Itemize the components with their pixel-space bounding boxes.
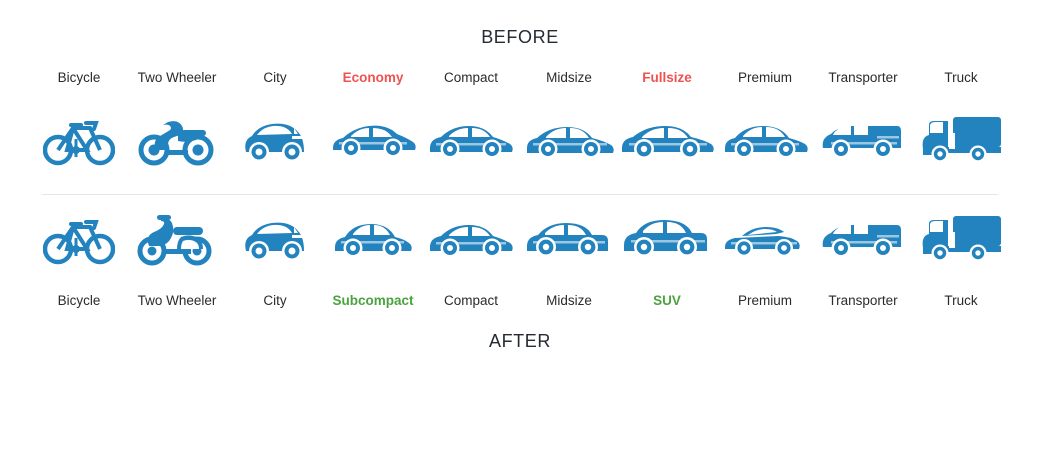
city-car-icon	[226, 201, 324, 277]
label-bicycle-after: Bicycle	[57, 293, 101, 308]
midsize-wagon-icon	[520, 201, 618, 277]
after-banner: AFTER	[488, 331, 551, 351]
after-icons-row	[30, 201, 1010, 277]
van-icon	[814, 102, 912, 178]
premium-car-icon	[716, 102, 814, 178]
label-transporter-before: Transporter	[828, 70, 898, 85]
scooter-icon	[128, 201, 226, 277]
label-city-after: City	[263, 293, 287, 308]
label-city-before: City	[263, 70, 287, 85]
city-car-icon	[226, 102, 324, 178]
label-subcompact-after: Subcompact	[332, 293, 414, 308]
label-economy-before: Economy	[342, 70, 404, 85]
sedan-icon	[520, 102, 618, 178]
label-transporter-after: Transporter	[828, 293, 898, 308]
bicycle-icon	[30, 102, 128, 178]
before-icons-row	[30, 102, 1010, 178]
van-icon	[814, 201, 912, 277]
label-fullsize-before: Fullsize	[642, 70, 692, 85]
suv-icon	[618, 201, 716, 277]
label-two-wheeler-after: Two Wheeler	[137, 293, 217, 308]
row-divider	[42, 194, 998, 195]
label-premium-before: Premium	[737, 70, 792, 85]
subcompact-car-icon	[324, 201, 422, 277]
compact-car-icon	[422, 102, 520, 178]
truck-icon	[912, 201, 1010, 277]
label-bicycle-before: Bicycle	[57, 70, 101, 85]
label-compact-before: Compact	[443, 70, 499, 85]
convertible-icon	[716, 201, 814, 277]
label-midsize-after: Midsize	[546, 293, 592, 308]
truck-icon	[912, 102, 1010, 178]
label-premium-after: Premium	[737, 293, 792, 308]
before-banner: BEFORE	[481, 27, 559, 47]
label-truck-after: Truck	[944, 293, 978, 308]
before-labels-row: Bicycle Two Wheeler City Economy Compact…	[30, 70, 1010, 86]
label-midsize-before: Midsize	[546, 70, 592, 85]
label-suv-after: SUV	[653, 293, 681, 308]
label-truck-before: Truck	[944, 70, 978, 85]
motorcycle-icon	[128, 102, 226, 178]
after-labels-row: Bicycle Two Wheeler City Subcompact Comp…	[30, 293, 1010, 309]
label-two-wheeler-before: Two Wheeler	[137, 70, 217, 85]
bicycle-icon	[30, 201, 128, 277]
compact-car-icon	[422, 201, 520, 277]
hatchback-icon	[324, 102, 422, 178]
fullsize-car-icon	[618, 102, 716, 178]
label-compact-after: Compact	[443, 293, 499, 308]
